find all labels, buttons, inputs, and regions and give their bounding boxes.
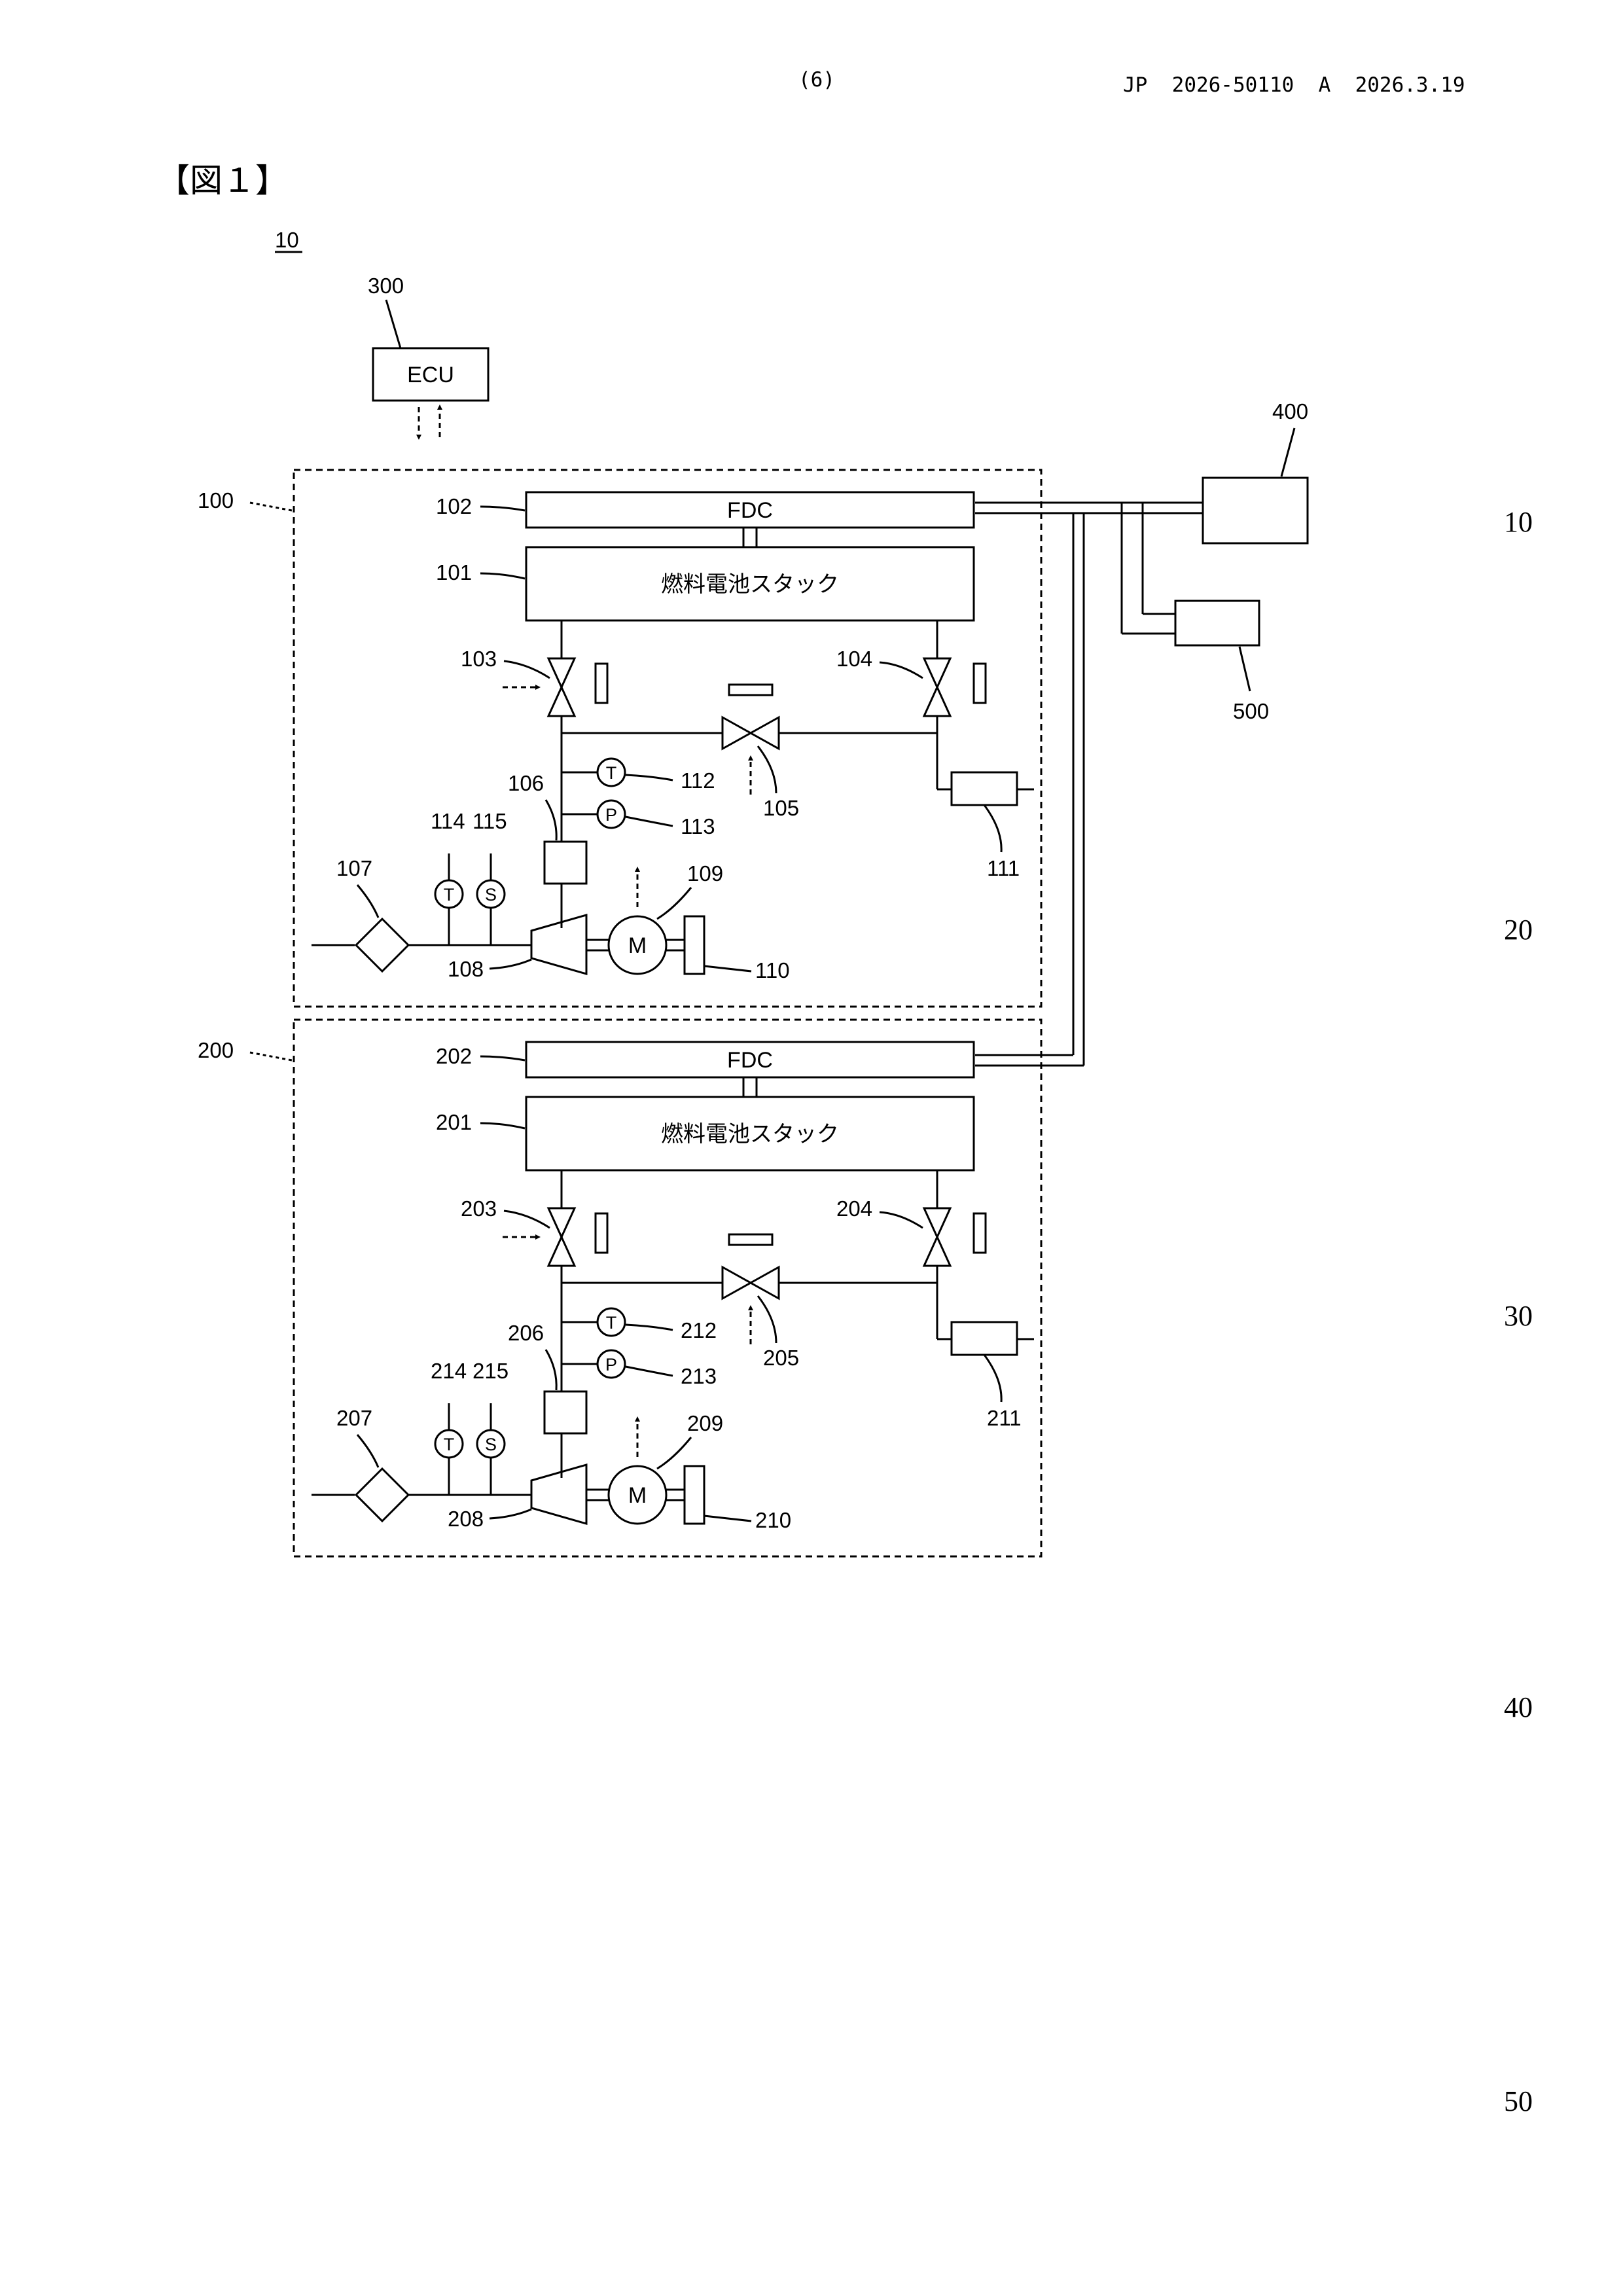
svg-text:T: T [444, 1435, 455, 1454]
device-400-box [1203, 478, 1308, 543]
unit-200-drive-box [685, 1466, 704, 1524]
unit-200-stack-ref: 201 [436, 1110, 472, 1134]
unit-100-pressure-ref: 113 [681, 814, 715, 838]
svg-text:T: T [444, 885, 455, 905]
unit-200-pressure-ref: 213 [681, 1364, 717, 1388]
unit-200-ref: 200 [198, 1038, 234, 1062]
unit-100-stack-label: 燃料電池スタック [661, 572, 839, 597]
unit-200-intercooler-ref: 206 [508, 1321, 544, 1345]
svg-text:M: M [628, 933, 647, 958]
unit-200-valve-b-ref: 204 [836, 1196, 872, 1221]
svg-text:S: S [485, 885, 497, 905]
unit-200-air-filter [356, 1469, 408, 1521]
unit-100-valve-a-ref: 103 [461, 647, 497, 671]
unit-200-motor-ref: 209 [687, 1411, 723, 1435]
unit-200-fdc-label: FDC [727, 1048, 773, 1073]
unit-100-drive-box [685, 916, 704, 974]
unit-100-valve-103 [548, 658, 575, 716]
unit-200-muffler [952, 1322, 1017, 1355]
svg-text:P: P [605, 805, 617, 825]
ecu-label: ECU [407, 363, 454, 387]
svg-text:T: T [606, 1313, 617, 1333]
unit-100-boundary [294, 470, 1041, 1007]
unit-100-muffler-ref: 111 [987, 856, 1020, 880]
unit-200-stack-label: 燃料電池スタック [661, 1122, 839, 1147]
unit-200-bypass-valve [722, 1267, 779, 1299]
svg-text:T: T [606, 763, 617, 783]
unit-200-drive-box-ref: 210 [755, 1508, 791, 1532]
device-500-box [1175, 601, 1259, 645]
unit-100-muffler [952, 772, 1017, 805]
unit-100-ref: 100 [198, 488, 234, 512]
unit-100-fdc-label: FDC [727, 498, 773, 523]
unit-100-valve-104 [924, 658, 950, 716]
system-ref: 10 [275, 228, 299, 252]
unit-100-filter-ref: 107 [336, 856, 372, 880]
unit-100-air-filter [356, 919, 408, 971]
unit-200-valve-203 [548, 1208, 575, 1266]
unit-200-filter-ref: 207 [336, 1406, 372, 1430]
unit-100-compressor [531, 915, 586, 974]
unit-200-intercooler [544, 1391, 586, 1433]
svg-text:S: S [485, 1435, 497, 1454]
unit-200-compressor [531, 1465, 586, 1524]
ecu-ref: 300 [368, 274, 404, 298]
unit-200-temp-ref: 212 [681, 1318, 717, 1342]
unit-100-temp-ref: 112 [681, 768, 715, 793]
unit-200-compressor-ref: 208 [448, 1507, 484, 1531]
unit-100-drive-box-ref: 110 [755, 958, 790, 982]
unit-100-fdc-ref: 102 [436, 494, 472, 518]
unit-200-valve-204 [924, 1208, 950, 1266]
unit-100-stack-ref: 101 [436, 560, 472, 584]
unit-100-motor-ref: 109 [687, 861, 723, 886]
unit-100-intercooler-ref: 106 [508, 771, 544, 795]
unit-200-inlet-temp-ref: 214 [431, 1359, 467, 1383]
device-500-ref: 500 [1233, 699, 1269, 723]
unit-100-valve-b-ref: 104 [836, 647, 872, 671]
unit-200-valve-a-ref: 203 [461, 1196, 497, 1221]
svg-text:P: P [605, 1355, 617, 1374]
unit-100-inlet-s-ref: 115 [473, 809, 507, 833]
svg-text:M: M [628, 1483, 647, 1508]
unit-200-fdc-ref: 202 [436, 1044, 472, 1068]
device-400-ref: 400 [1272, 399, 1308, 423]
unit-100-intercooler [544, 842, 586, 884]
unit-200-bypass-ref: 205 [763, 1346, 799, 1370]
unit-100-bypass-ref: 105 [763, 796, 799, 820]
unit-100-inlet-temp-ref: 114 [431, 809, 465, 833]
unit-100-compressor-ref: 108 [448, 957, 484, 981]
unit-200-muffler-ref: 211 [987, 1406, 1022, 1430]
unit-200-inlet-s-ref: 215 [473, 1359, 508, 1383]
unit-200-boundary [294, 1020, 1041, 1556]
unit-100-bypass-valve [722, 717, 779, 749]
